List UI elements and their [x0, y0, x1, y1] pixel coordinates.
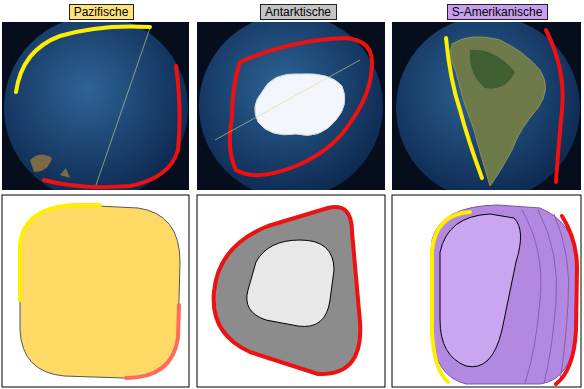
south-american-plate-shape [432, 205, 577, 384]
schematic-panel [197, 195, 385, 387]
plate-boundary [44, 66, 180, 187]
trench-boundary [432, 212, 470, 382]
plate-label: S-Amerikanische [447, 4, 548, 20]
plate-label: Antarktische [260, 4, 337, 20]
antarctica [255, 74, 345, 136]
isochron [522, 210, 541, 383]
land [60, 168, 70, 178]
trench-boundary [446, 38, 482, 178]
plate-boundary [126, 305, 179, 378]
continent-outline [440, 214, 521, 367]
plate-boundary [230, 38, 372, 175]
antarctic-globe [197, 22, 385, 190]
plate-name: S-Amerikanische [452, 5, 543, 19]
globe [396, 22, 580, 190]
grid-line [215, 60, 360, 140]
globe [4, 22, 188, 190]
globe [199, 22, 383, 190]
plate-name: Pazifische [74, 5, 129, 19]
south-america [451, 37, 546, 186]
continent-outline [247, 240, 334, 326]
schematic-panel [392, 195, 581, 387]
rainforest [470, 50, 515, 89]
ridge-boundary [546, 30, 563, 182]
schematic-panel [2, 195, 189, 387]
plate-label: Pazifische [69, 4, 134, 20]
plate-name: Antarktische [265, 5, 331, 19]
ridge-boundary [20, 205, 100, 300]
south-america-globe [392, 22, 581, 190]
grid-line [95, 28, 150, 188]
pacific-globe [2, 22, 189, 190]
isochron [554, 214, 569, 380]
land [30, 154, 52, 172]
ridge-boundary [16, 26, 150, 92]
pacific-plate-shape [20, 205, 180, 378]
ridge-boundary [556, 216, 577, 384]
isochron [538, 210, 557, 383]
antarctic-plate-shape [214, 207, 361, 374]
